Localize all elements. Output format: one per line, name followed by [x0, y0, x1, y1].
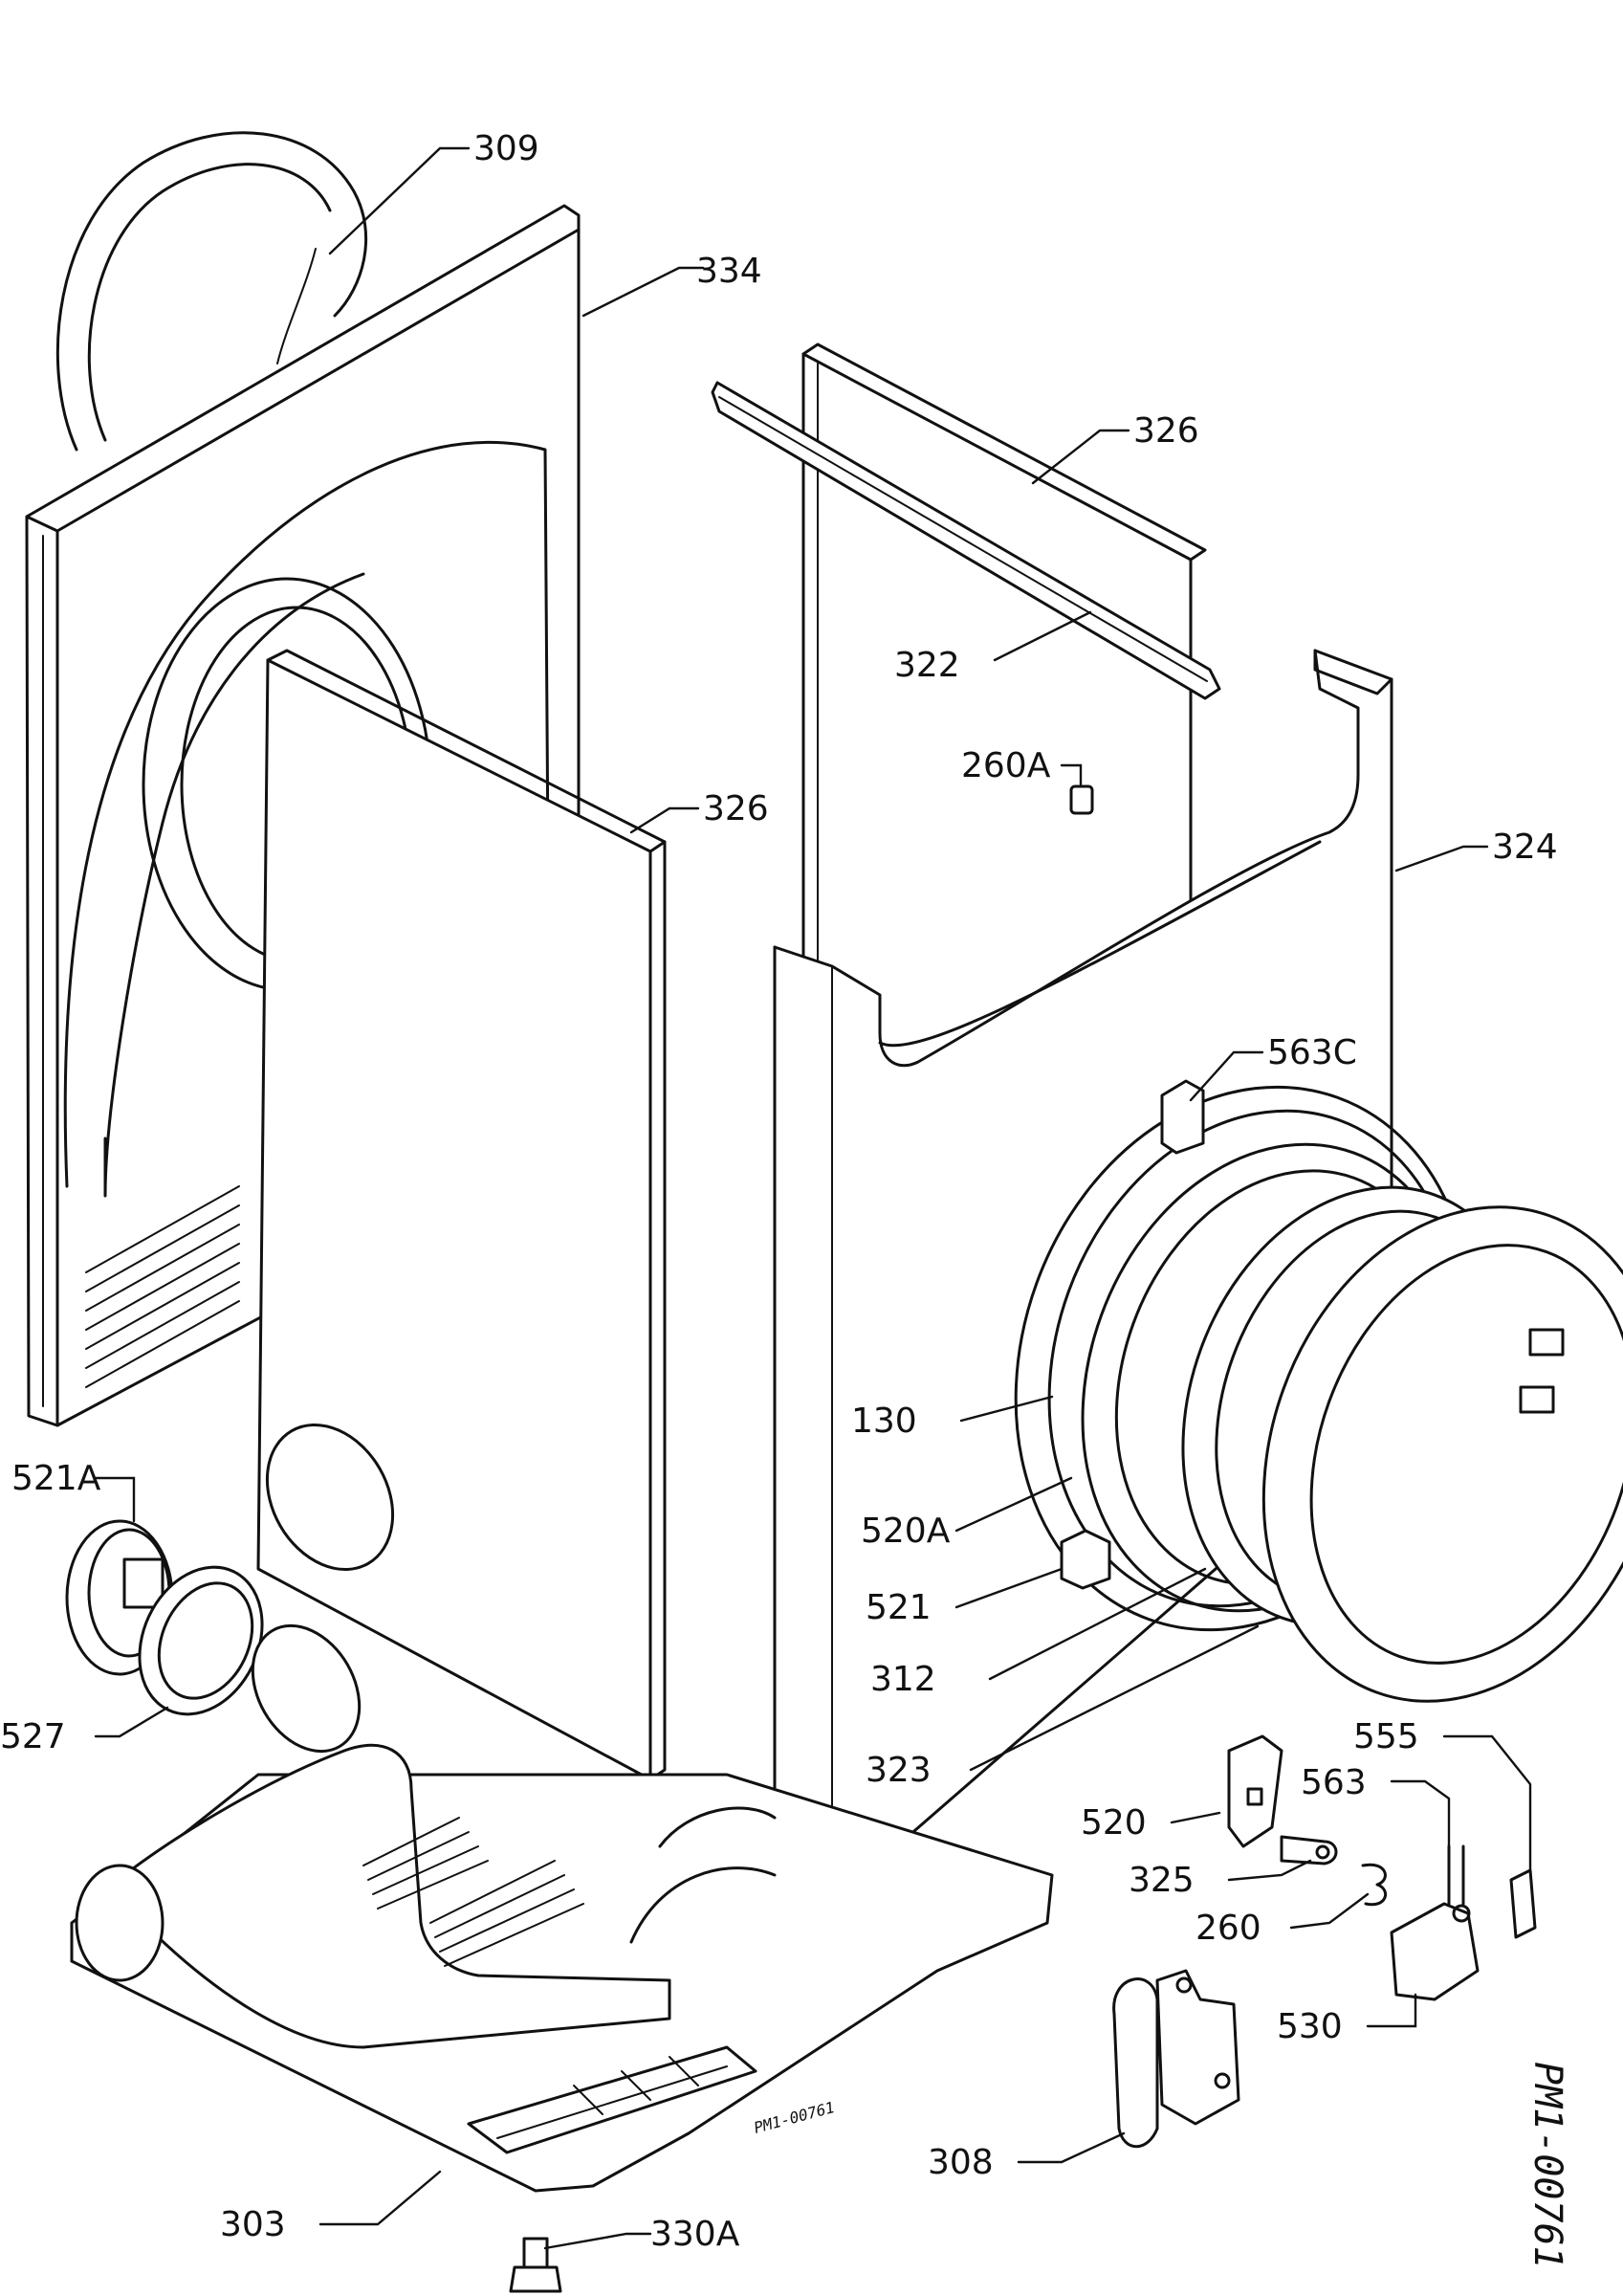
document-code: PM1-00761	[1525, 2062, 1569, 2269]
part-530-latch	[1390, 1902, 1480, 2001]
label-563: 563	[1301, 1763, 1367, 1802]
label-330a: 330A	[650, 2215, 740, 2254]
part-521-clip	[1060, 1529, 1111, 1590]
part-labels: 309 334 326 322 260A 326 324 563C 130 52…	[0, 129, 1558, 2254]
part-260a-clip	[1069, 784, 1094, 815]
label-323: 323	[866, 1751, 932, 1790]
part-325-lever	[1280, 1835, 1338, 1866]
label-309: 309	[473, 129, 539, 168]
label-325: 325	[1129, 1861, 1195, 1900]
label-308: 308	[928, 2143, 994, 2182]
label-326-top: 326	[1133, 411, 1199, 451]
stamp-code: PM1-00761	[752, 2098, 837, 2137]
part-323-door-ring	[1261, 1205, 1623, 1703]
label-521: 521	[866, 1588, 932, 1627]
label-326-mid: 326	[703, 789, 769, 828]
label-563c: 563C	[1267, 1033, 1357, 1072]
label-555: 555	[1353, 1717, 1419, 1756]
label-322: 322	[894, 646, 960, 685]
part-308-door-hinge	[1112, 1969, 1240, 2149]
part-309-gasket	[55, 131, 368, 452]
label-130: 130	[851, 1402, 917, 1441]
part-326-side-panel-left	[256, 649, 667, 1781]
part-324-front-panel	[773, 649, 1393, 1896]
part-555-pad	[1509, 1868, 1537, 1939]
label-303: 303	[220, 2205, 286, 2244]
label-520: 520	[1081, 1803, 1147, 1843]
label-312: 312	[870, 1660, 936, 1699]
label-334: 334	[696, 252, 762, 291]
label-260: 260	[1195, 1909, 1261, 1948]
part-520-hinge-plate	[1227, 1734, 1283, 1848]
label-521a: 521A	[11, 1459, 101, 1498]
label-260a: 260A	[961, 746, 1051, 785]
part-322-top-strip	[711, 381, 1221, 700]
label-324: 324	[1492, 828, 1558, 867]
part-563-pin	[1447, 1844, 1465, 1906]
part-260-spring-clip	[1361, 1863, 1388, 1907]
leader-lines	[94, 146, 1532, 2250]
label-520a: 520A	[861, 1512, 951, 1551]
label-527: 527	[0, 1717, 66, 1756]
label-530: 530	[1277, 2007, 1343, 2046]
part-330a-foot	[509, 2237, 562, 2293]
